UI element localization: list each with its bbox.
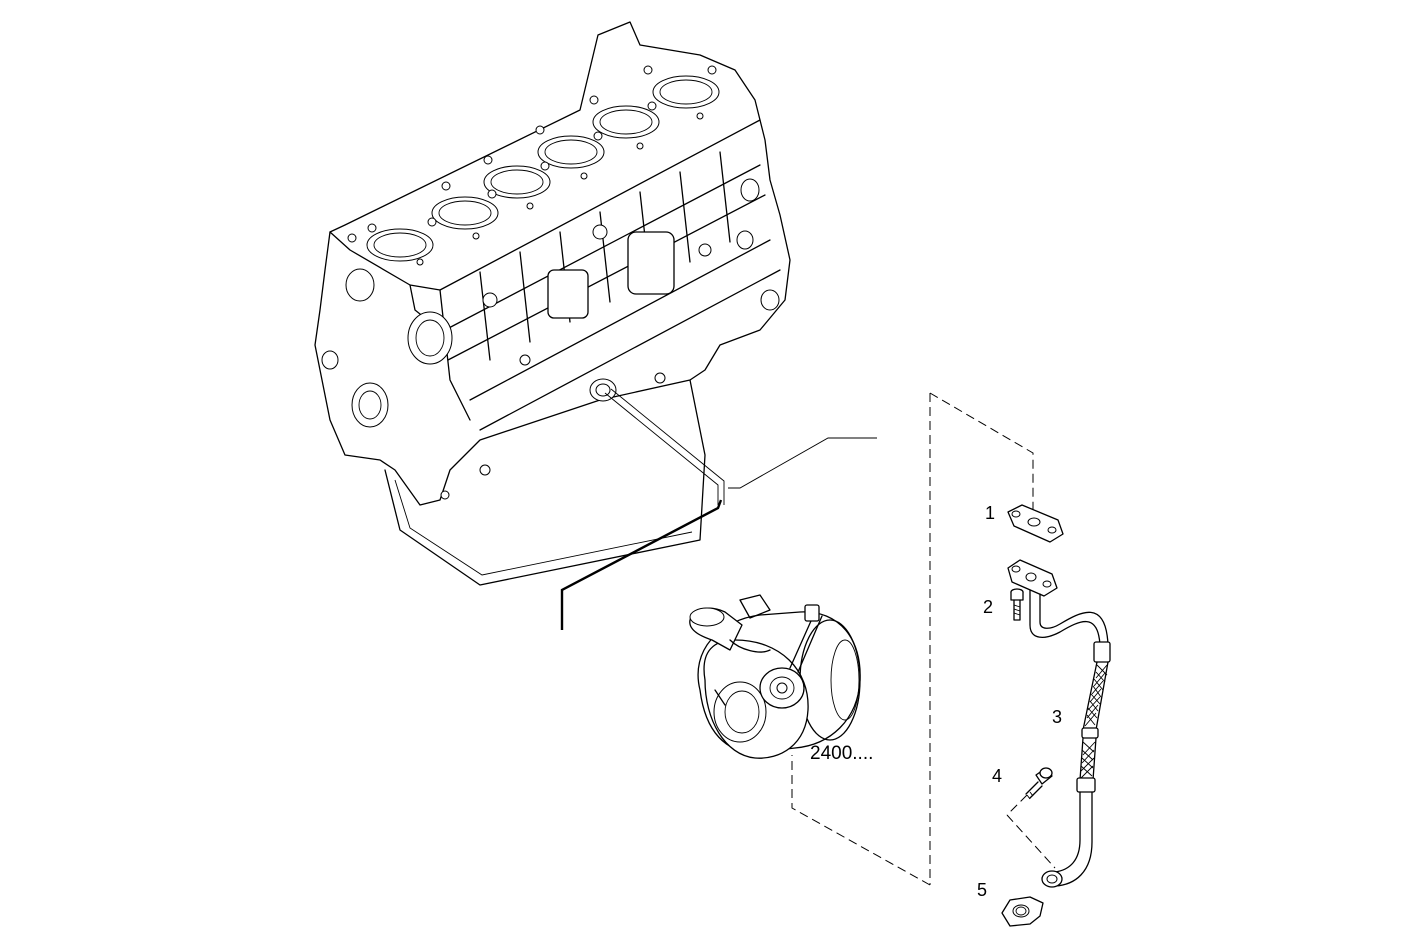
seal-gasket-item-5[interactable] <box>1001 896 1044 927</box>
gasket-flange-upper[interactable] <box>1007 504 1064 543</box>
side-ribs <box>439 151 781 431</box>
deck-bolt-holes <box>347 65 717 266</box>
leader-lines <box>560 388 1056 886</box>
callout-5: 5 <box>977 880 987 900</box>
bolt-item-2[interactable] <box>1010 588 1024 621</box>
reference-label: 2400.... <box>810 743 873 764</box>
callout-4: 4 <box>992 766 1002 786</box>
engine-block[interactable] <box>314 21 791 586</box>
cylinder-bores <box>366 75 720 262</box>
callout-1: 1 <box>985 503 995 523</box>
oil-drain-pipe[interactable] <box>1007 559 1111 888</box>
turbocharger[interactable] <box>689 594 861 759</box>
callout-3: 3 <box>1052 707 1062 727</box>
callout-2: 2 <box>983 597 993 617</box>
banjo-bolt-item-4[interactable] <box>1025 767 1053 800</box>
